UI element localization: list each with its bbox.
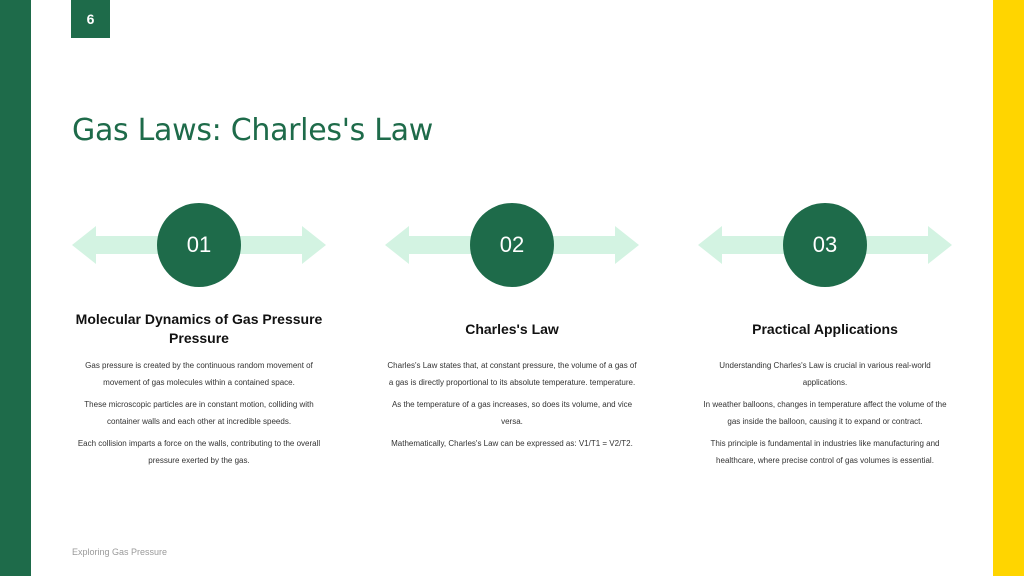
page-number-badge: 6 — [71, 0, 110, 38]
step-number-circle: 01 — [157, 203, 241, 287]
description-paragraph: Mathematically, Charles's Law can be exp… — [391, 439, 633, 448]
column-description: Understanding Charles's Law is crucial i… — [698, 358, 952, 469]
step-number-circle: 03 — [783, 203, 867, 287]
description-paragraph: In weather balloons, changes in temperat… — [703, 400, 947, 426]
column-01: 01 Molecular Dynamics of Gas Pressure Pr… — [72, 200, 326, 475]
column-02: 02 Charles's Law Charles's Law states th… — [385, 200, 639, 459]
description-paragraph: Charles's Law states that, at constant p… — [387, 361, 637, 387]
description-paragraph: This principle is fundamental in industr… — [710, 439, 940, 465]
left-accent-bar — [0, 0, 31, 576]
column-description: Charles's Law states that, at constant p… — [385, 358, 639, 453]
double-arrow-graphic: 01 — [72, 200, 326, 290]
description-paragraph: Each collision imparts a force on the wa… — [77, 439, 321, 465]
description-paragraph: Understanding Charles's Law is crucial i… — [719, 361, 931, 387]
description-paragraph: Gas pressure is created by the continuou… — [85, 361, 313, 387]
description-paragraph: As the temperature of a gas increases, s… — [391, 400, 633, 426]
column-03: 03 Practical Applications Understanding … — [698, 200, 952, 475]
column-description: Gas pressure is created by the continuou… — [72, 358, 326, 469]
double-arrow-graphic: 03 — [698, 200, 952, 290]
double-arrow-graphic: 02 — [385, 200, 639, 290]
slide-footer: Exploring Gas Pressure — [72, 547, 168, 557]
right-accent-bar — [993, 0, 1024, 576]
column-heading: Practical Applications — [752, 320, 898, 337]
step-number-circle: 02 — [470, 203, 554, 287]
slide-title: Gas Laws: Charles's Law — [72, 113, 433, 148]
column-heading: Molecular Dynamics of Gas Pressure Press… — [75, 311, 323, 346]
column-heading: Charles's Law — [465, 320, 559, 337]
description-paragraph: These microscopic particles are in const… — [84, 400, 314, 426]
